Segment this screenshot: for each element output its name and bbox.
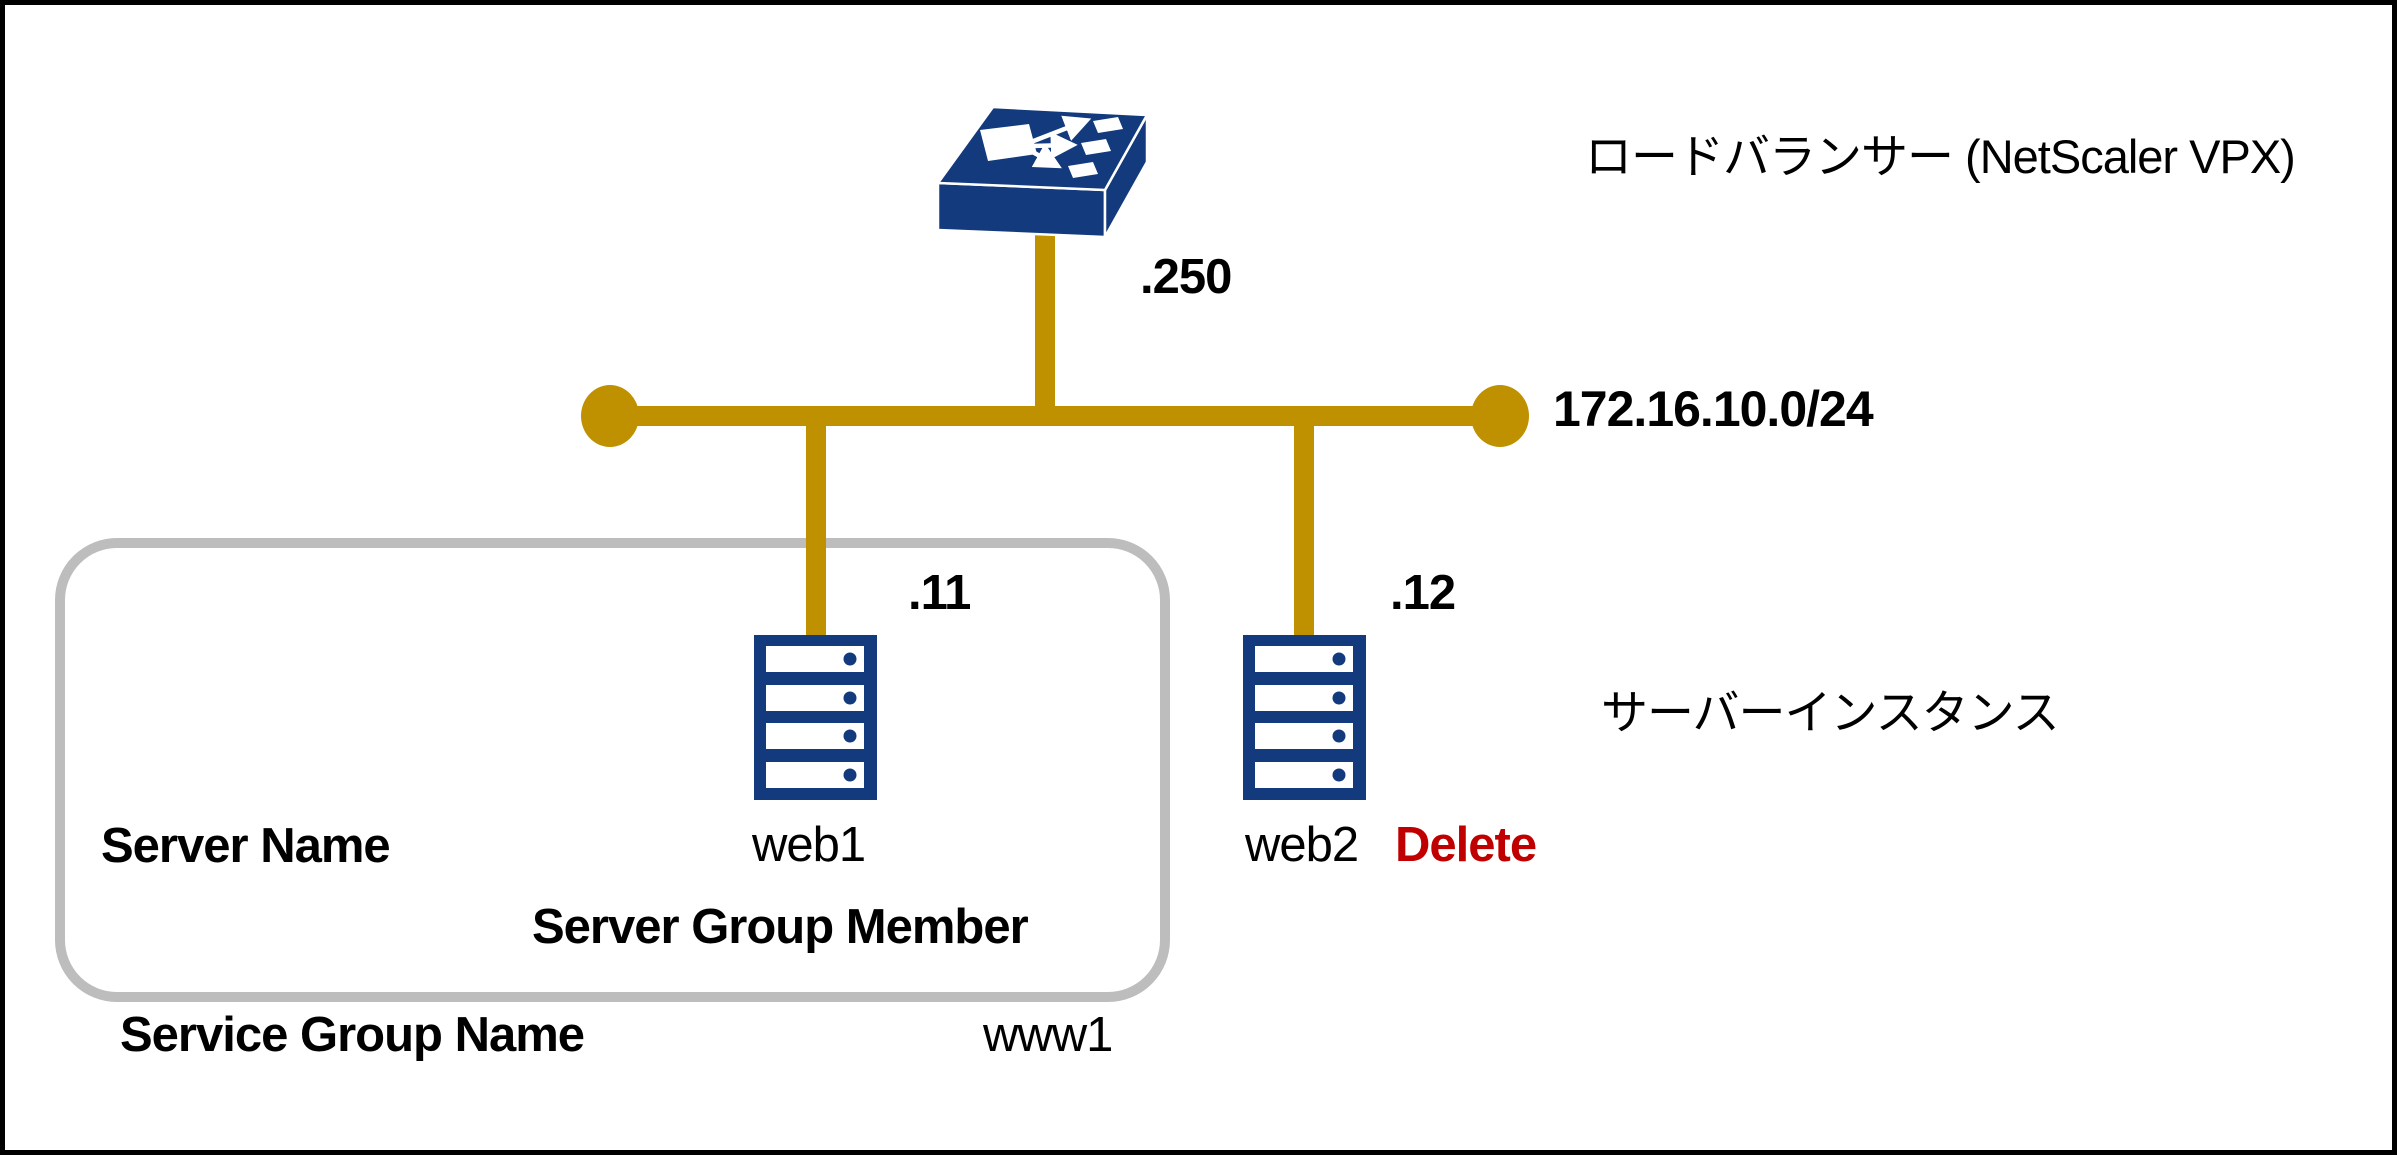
network-node-left bbox=[581, 385, 639, 447]
lb-ip-label: .250 bbox=[1140, 250, 1232, 304]
web1-name-label: web1 bbox=[752, 818, 866, 872]
web2-drop-line bbox=[1294, 415, 1314, 639]
servers-caption: サーバーインスタンス bbox=[1601, 686, 2060, 739]
delete-label: Delete bbox=[1395, 818, 1537, 872]
server-web1-icon bbox=[754, 635, 877, 800]
web2-ip-label: .12 bbox=[1390, 566, 1456, 620]
web1-drop-line bbox=[806, 415, 826, 639]
lb-uplink-line bbox=[1035, 230, 1055, 420]
service-group-name-value: www1 bbox=[983, 1008, 1113, 1062]
network-cidr-label: 172.16.10.0/24 bbox=[1553, 381, 1874, 437]
load-balancer-icon bbox=[925, 90, 1165, 250]
web1-ip-label: .11 bbox=[908, 566, 971, 620]
load-balancer-label: ロードバランサー (NetScaler VPX) bbox=[1585, 130, 2296, 183]
server-name-label: Server Name bbox=[101, 819, 391, 873]
service-group-name-label: Service Group Name bbox=[120, 1008, 585, 1062]
web2-name-label: web2 bbox=[1245, 818, 1359, 872]
network-bus-line bbox=[610, 406, 1500, 426]
server-group-box bbox=[55, 538, 1170, 1002]
server-web2-icon bbox=[1243, 635, 1366, 800]
network-node-right bbox=[1471, 385, 1529, 447]
server-group-member-label: Server Group Member bbox=[532, 900, 1029, 954]
